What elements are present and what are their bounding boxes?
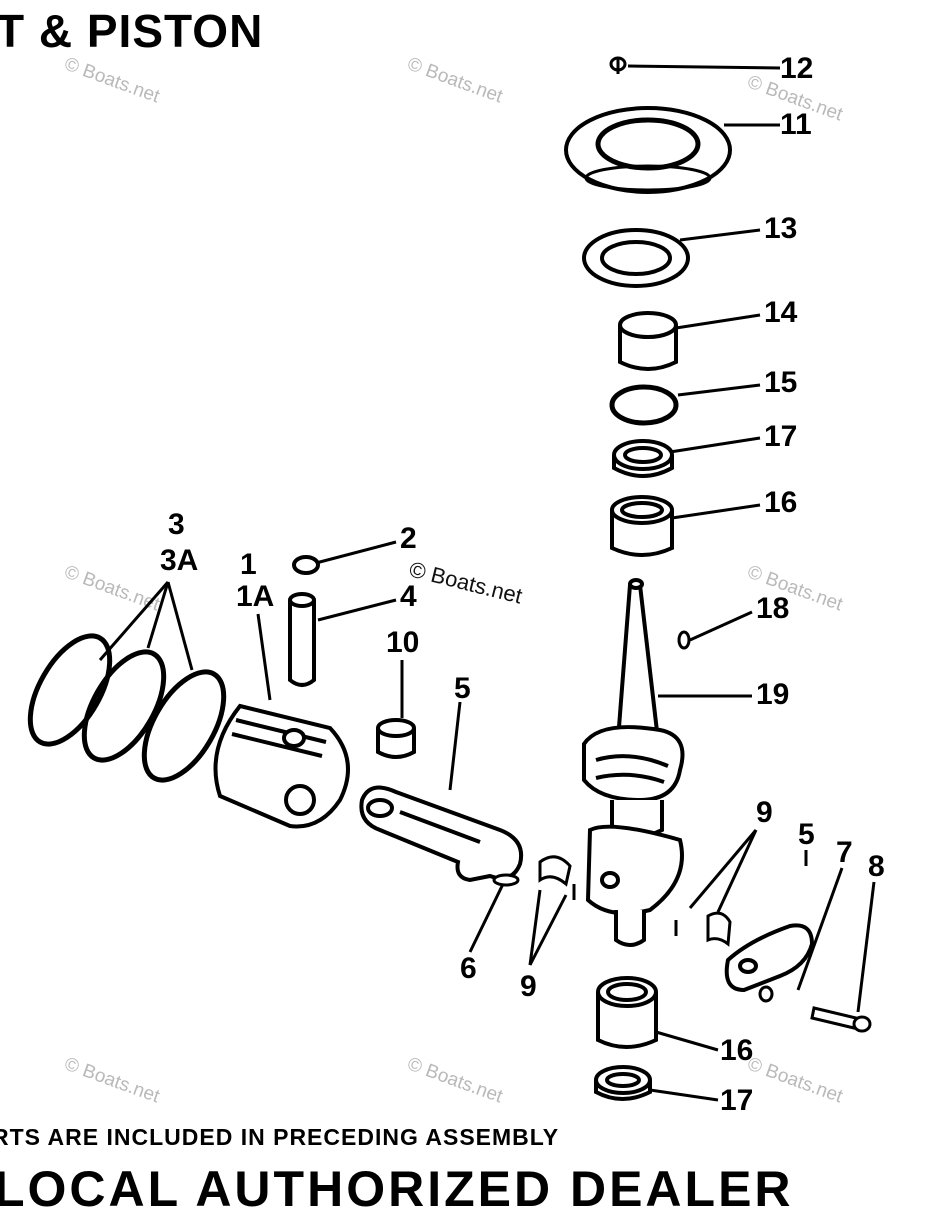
leader-17a bbox=[669, 436, 761, 454]
leader-3b bbox=[146, 581, 170, 649]
needle-bearing-16-bottom bbox=[596, 976, 658, 1049]
leader-12 bbox=[627, 64, 781, 70]
diagram-title: T & PISTON bbox=[0, 5, 264, 57]
callout-9-left: 9 bbox=[520, 970, 537, 1003]
callout-8: 8 bbox=[868, 850, 885, 883]
o-ring-15 bbox=[609, 384, 679, 426]
callout-13: 13 bbox=[764, 212, 798, 245]
rod-cap-5 bbox=[724, 923, 815, 993]
callout-5: 5 bbox=[454, 672, 471, 705]
bushing-14 bbox=[618, 311, 678, 371]
leader-17b bbox=[649, 1088, 719, 1102]
leader-18 bbox=[689, 610, 753, 642]
bearing-halves-9-right bbox=[674, 911, 732, 947]
retainer-plate-11 bbox=[564, 106, 732, 194]
callout-12: 12 bbox=[780, 52, 814, 85]
crankshaft-19 bbox=[582, 578, 685, 947]
footer-dealer: LOCAL AUTHORIZED DEALER bbox=[0, 1161, 794, 1217]
callout-15: 15 bbox=[764, 366, 798, 399]
retainer-ring-2 bbox=[292, 555, 320, 575]
leader-7 bbox=[796, 867, 844, 991]
seal-17-bottom bbox=[594, 1065, 652, 1101]
leader-9c bbox=[528, 889, 542, 966]
leader-15 bbox=[677, 383, 761, 397]
rod-screw-8 bbox=[810, 1006, 872, 1033]
callout-11: 11 bbox=[780, 108, 812, 141]
leader-14 bbox=[675, 313, 761, 330]
piston-1 bbox=[213, 703, 350, 829]
leader-9b bbox=[716, 829, 758, 913]
leader-8 bbox=[856, 881, 876, 1013]
leader-4 bbox=[317, 598, 397, 622]
screw-12 bbox=[609, 56, 627, 74]
key-18 bbox=[677, 630, 691, 650]
leader-3c bbox=[166, 581, 194, 671]
callout-17-bottom: 17 bbox=[720, 1084, 754, 1117]
callout-9-right: 9 bbox=[756, 796, 773, 829]
callout-1: 1 bbox=[240, 548, 257, 581]
seal-17-top bbox=[612, 439, 674, 478]
connecting-rod-5 bbox=[359, 785, 523, 883]
callout-18: 18 bbox=[756, 592, 790, 625]
callout-3a: 3A bbox=[160, 544, 199, 577]
leader-6 bbox=[468, 881, 506, 953]
needle-bearing-10 bbox=[376, 718, 416, 759]
lockwasher-7 bbox=[758, 985, 774, 1003]
gasket-13 bbox=[582, 228, 690, 288]
callout-16: 16 bbox=[764, 486, 798, 519]
callout-17: 17 bbox=[764, 420, 798, 453]
leader-5a bbox=[448, 701, 462, 791]
leader-9a bbox=[688, 829, 758, 909]
leader-16a bbox=[671, 503, 761, 520]
callout-2: 2 bbox=[400, 522, 417, 555]
callout-19: 19 bbox=[756, 678, 790, 711]
callout-16-bottom: 16 bbox=[720, 1034, 754, 1067]
callout-3: 3 bbox=[168, 508, 185, 541]
leader-13 bbox=[679, 228, 761, 242]
piston-rings-3 bbox=[27, 633, 227, 783]
leader-16b bbox=[655, 1030, 719, 1052]
callout-10: 10 bbox=[386, 626, 420, 659]
callout-14: 14 bbox=[764, 296, 798, 329]
leader-9d bbox=[528, 894, 568, 966]
callout-5-cap: 5 bbox=[798, 818, 815, 851]
callout-6: 6 bbox=[460, 952, 477, 985]
leader-2 bbox=[315, 540, 397, 565]
piston-pin-4 bbox=[288, 592, 316, 687]
leader-3a bbox=[98, 581, 170, 661]
bearing-halves-9-left bbox=[538, 855, 576, 900]
needle-bearing-16-top bbox=[610, 495, 674, 557]
callout-7: 7 bbox=[836, 836, 853, 869]
footer-note: RTS ARE INCLUDED IN PRECEDING ASSEMBLY bbox=[0, 1124, 560, 1150]
leader-1 bbox=[256, 613, 272, 701]
dowel-pin-6 bbox=[492, 873, 520, 887]
callout-1a: 1A bbox=[236, 580, 275, 613]
callout-4: 4 bbox=[400, 580, 417, 613]
